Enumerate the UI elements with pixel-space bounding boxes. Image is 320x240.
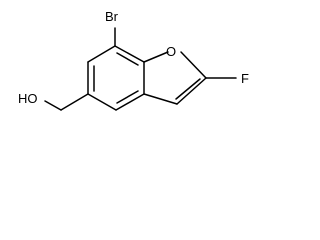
furan-oxygen-label: O	[166, 44, 176, 59]
bond-c4-c5	[87, 93, 117, 111]
bond-c3-c3a	[143, 93, 178, 105]
bond-c5-ch2	[60, 93, 89, 111]
hydroxyl-label: HO	[18, 91, 38, 106]
furan-ring	[143, 51, 207, 105]
structure-canvas: Br O F HO	[0, 0, 266, 134]
bromine-label: Br	[105, 9, 119, 24]
bond-c2-c3	[176, 77, 207, 105]
benzene-ring	[87, 45, 145, 111]
benzofuran-structure-diagram: Br O F HO	[18, 9, 249, 111]
bond-c7a-o1	[143, 51, 169, 63]
double-bond-c7-c7a	[116, 52, 139, 66]
bond-c7-c7a	[114, 45, 145, 63]
double-bond-c3a-c4	[116, 90, 139, 104]
bond-ch2-oh	[44, 100, 62, 111]
fluorine-label: F	[241, 71, 249, 86]
bond-c3a-c4	[115, 93, 145, 111]
bond-c6-c7	[87, 45, 116, 63]
substituents	[44, 27, 237, 111]
bond-o1-c2	[180, 51, 207, 79]
double-bond-c2-c3	[175, 78, 201, 100]
